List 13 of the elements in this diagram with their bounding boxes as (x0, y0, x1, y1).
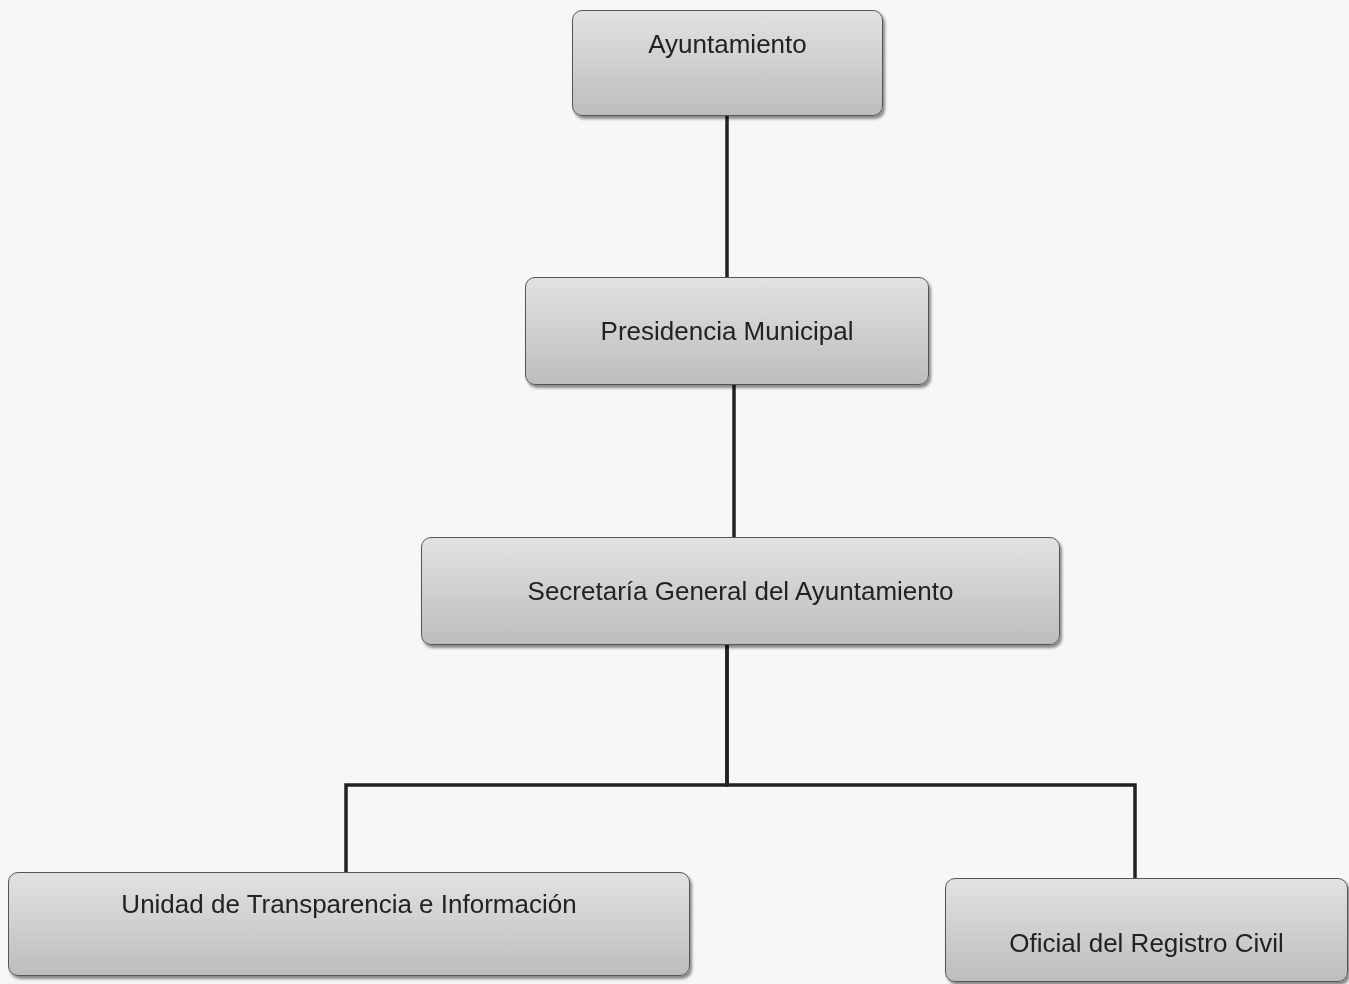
connector-line (725, 645, 1137, 878)
box-label: Secretaría General del Ayuntamiento (527, 575, 954, 607)
box-label: Unidad de Transparencia e Información (121, 889, 577, 920)
org-box (525, 277, 929, 385)
org-box (945, 878, 1348, 982)
box-label: Ayuntamiento (648, 29, 807, 60)
connector-line (732, 385, 736, 537)
box-label: Oficial del Registro Civil (1009, 928, 1284, 959)
org-box (8, 872, 690, 976)
connector-line (725, 116, 729, 277)
org-box (572, 10, 883, 116)
org-box (421, 537, 1060, 645)
box-label: Presidencia Municipal (600, 315, 854, 347)
